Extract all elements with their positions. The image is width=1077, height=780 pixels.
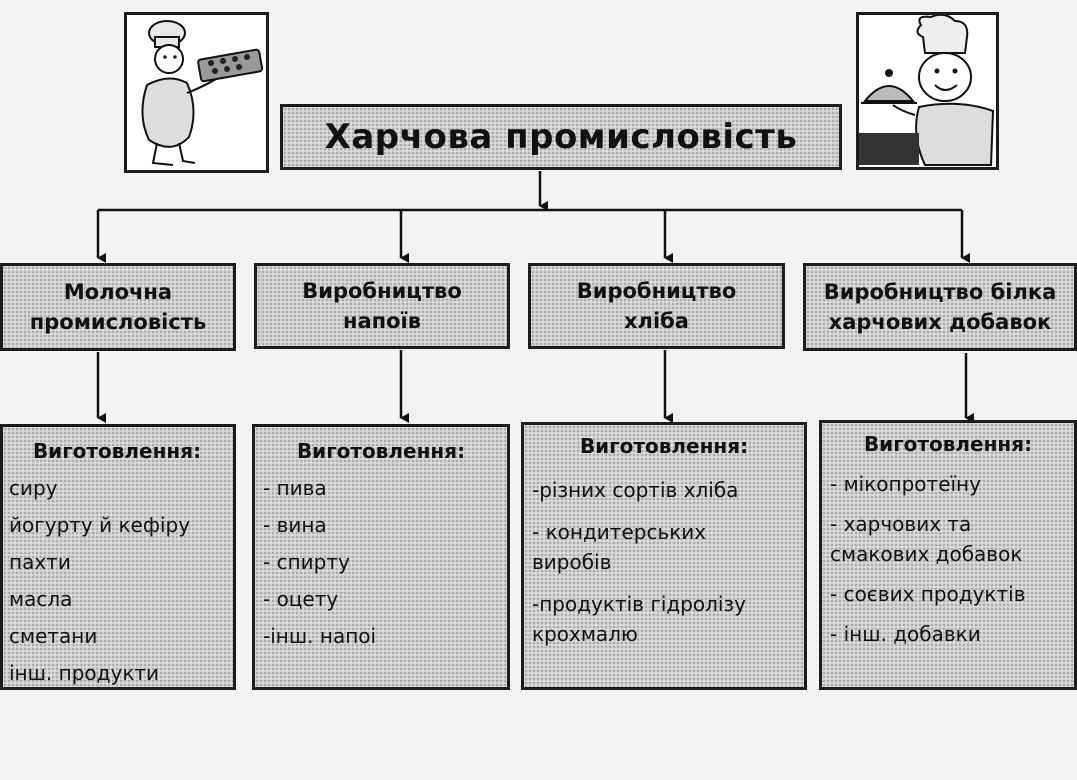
list-item: йогурту й кефіру (9, 513, 191, 537)
items-list: - мікопротеїну - харчових та смакових до… (830, 469, 1066, 649)
list-item: сиру (9, 476, 58, 500)
items-heading: Виготовлення: (296, 439, 466, 463)
list-item: - пива (263, 476, 327, 500)
list-item: - інш. добавки (830, 622, 981, 646)
category-dairy: Молочна промисловість (0, 263, 236, 351)
list-item: сметани (9, 624, 98, 648)
list-item: - спирту (263, 550, 350, 574)
list-item: - оцету (263, 587, 339, 611)
items-list: - пива - вина - спирту - оцету -інш. нап… (263, 470, 499, 655)
root-title: Харчова промисловість (324, 117, 798, 157)
category-label: Виробництво хліба (576, 278, 737, 333)
list-item: масла (9, 587, 73, 611)
list-item: - мікопротеїну (830, 472, 981, 496)
list-item: -різних сортів хліба (532, 478, 739, 502)
list-item: -продуктів гідролізу крохмалю (532, 592, 746, 646)
root-title-box: Харчова промисловість (280, 104, 842, 170)
list-item: пахти (9, 550, 71, 574)
items-bread: Виготовлення: -різних сортів хліба - кон… (521, 422, 807, 690)
list-item: - харчових та смакових добавок (830, 512, 1023, 566)
items-protein-additives: Виготовлення: - мікопротеїну - харчових … (819, 420, 1077, 690)
items-beverages: Виготовлення: - пива - вина - спирту - о… (252, 424, 510, 690)
category-label: Виробництво напоїв (302, 278, 462, 333)
items-list: -різних сортів хліба - кондитерських вир… (532, 475, 796, 649)
list-item: -інш. напоі (263, 624, 377, 648)
category-label: Виробництво білка харчових добавок (823, 279, 1057, 334)
items-dairy: Виготовлення: сиру йогурту й кефіру пахт… (0, 424, 236, 690)
list-item: - кондитерських виробів (532, 520, 707, 574)
items-heading: Виготовлення: (32, 439, 202, 463)
category-protein-additives: Виробництво білка харчових добавок (803, 263, 1077, 351)
list-item: інш. продукти (9, 661, 160, 685)
category-label: Молочна промисловість (29, 279, 207, 334)
chef-with-tray-illustration (124, 12, 269, 173)
category-beverages: Виробництво напоїв (254, 263, 510, 349)
items-list: сиру йогурту й кефіру пахти масла сметан… (9, 470, 225, 692)
category-bread: Виробництво хліба (528, 263, 785, 349)
list-item: - вина (263, 513, 327, 537)
items-heading: Виготовлення: (579, 434, 749, 458)
list-item: - соєвих продуктів (830, 582, 1026, 606)
items-heading: Виготовлення: (863, 432, 1033, 456)
chef-with-cloche-illustration (856, 12, 999, 170)
